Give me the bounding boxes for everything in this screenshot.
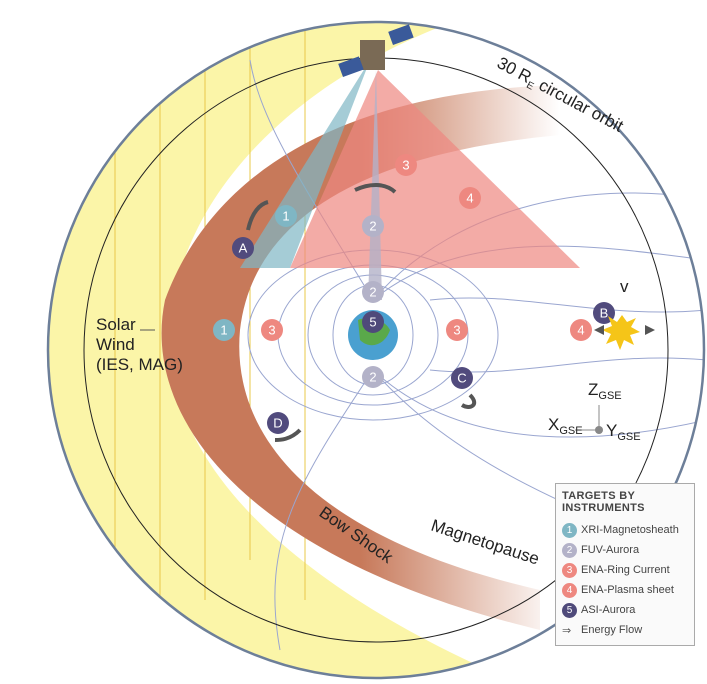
marker-5-aurora: 5 [362,311,384,333]
legend-item: 4 ENA-Plasma sheet [562,580,688,600]
outer-boundary [46,20,706,680]
xri-fov [240,60,370,268]
svg-text:5: 5 [369,315,376,330]
legend-label: ASI-Aurora [581,604,636,616]
svg-text:XGSE: XGSE [548,415,583,437]
marker-3-right: 3 [446,319,468,341]
svg-text:2: 2 [369,370,376,385]
legend-title: TARGETS BY INSTRUMENTS [562,490,645,514]
svg-text:4: 4 [466,191,473,206]
legend-item: 3 ENA-Ring Current [562,560,688,580]
reconnection-star-icon [602,315,640,350]
marker-1-subsolar: 1 [213,319,235,341]
svg-text:ZGSE: ZGSE [588,380,622,402]
svg-text:1: 1 [220,323,227,338]
region-c: C [451,367,473,389]
legend: TARGETS BY INSTRUMENTS 1 XRI-Magnetosheat… [555,483,695,646]
markers: 1 1 2 2 2 3 3 3 4 4 5 A B C D [213,154,615,434]
marker-4-fov: 4 [459,187,481,209]
marker-2-aurora-top: 2 [362,215,384,237]
marker-4-tail: 4 [570,319,592,341]
svg-text:3: 3 [268,323,275,338]
legend-label: XRI-Magnetosheath [581,524,679,536]
marker-2-north: 2 [362,281,384,303]
solar-wind-region [48,22,520,678]
legend-marker: 1 [562,522,577,538]
legend-item: ⇒ Energy Flow [562,620,688,640]
region-a: A [232,237,254,259]
region-d: D [267,412,289,434]
svg-text:2: 2 [369,219,376,234]
legend-marker: 3 [562,562,577,578]
svg-text:YGSE: YGSE [606,421,641,443]
solar-wind-label-3: (IES, MAG) [96,355,183,374]
legend-label: ENA-Plasma sheet [581,584,674,596]
marker-3-fov: 3 [395,154,417,176]
legend-item: 1 XRI-Magnetosheath [562,520,688,540]
svg-text:C: C [457,371,466,386]
legend-marker: 2 [562,542,577,558]
legend-marker: 5 [562,602,577,618]
gse-axes: ZGSE XGSE YGSE [548,380,641,443]
legend-item: 2 FUV-Aurora [562,540,688,560]
velocity-label: v [620,277,629,296]
ena-plasma-sheet-fov [290,70,580,268]
legend-label: FUV-Aurora [581,544,640,556]
legend-label: Energy Flow [581,624,643,636]
solar-wind-label: Solar [96,315,136,334]
marker-2-south: 2 [362,366,384,388]
svg-text:A: A [239,241,248,256]
bow-shock [161,85,561,630]
energy-flow-arrow-icon: ⇒ [562,624,572,637]
legend-item: 5 ASI-Aurora [562,600,688,620]
svg-text:D: D [273,416,282,431]
legend-label: ENA-Ring Current [581,564,670,576]
satellite-icon [338,24,414,77]
energy-flow-arrows [140,183,477,442]
legend-marker: 4 [562,582,577,598]
svg-text:4: 4 [577,323,584,338]
svg-text:3: 3 [402,158,409,173]
marker-3-left: 3 [261,319,283,341]
svg-text:B: B [600,306,609,321]
reconnection-arrows [594,325,655,335]
svg-text:3: 3 [453,323,460,338]
svg-text:2: 2 [369,285,376,300]
marker-1-magnetosheath: 1 [275,205,297,227]
svg-text:1: 1 [282,209,289,224]
solar-wind-label-2: Wind [96,335,135,354]
